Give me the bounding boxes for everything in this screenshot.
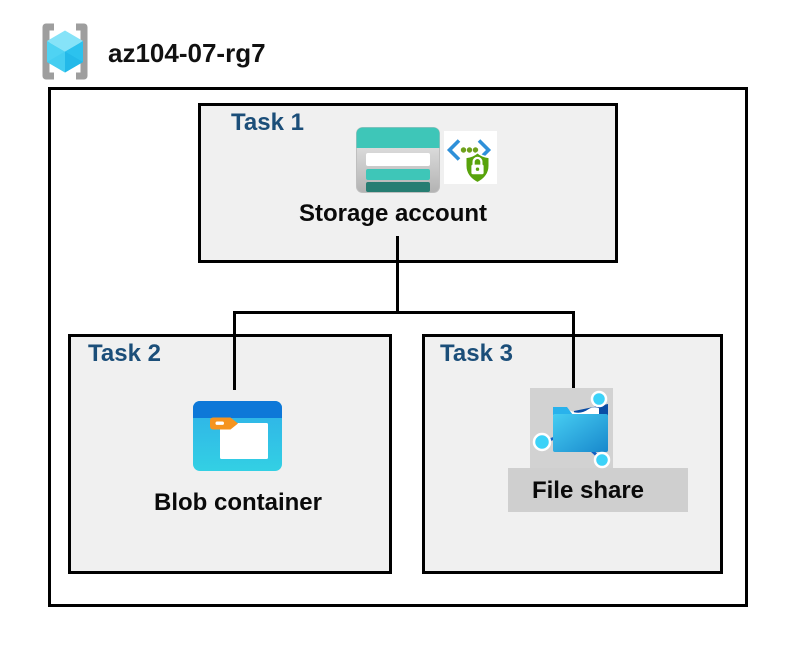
file-share-icon bbox=[532, 390, 611, 469]
blob-container-label: Blob container bbox=[153, 489, 322, 516]
file-share-label-background bbox=[508, 468, 688, 512]
file-share-label: File share bbox=[531, 477, 645, 504]
resource-group-name: az104-07-rg7 bbox=[108, 38, 266, 68]
task2-label: Task 2 bbox=[88, 340, 161, 367]
blob-container-icon bbox=[193, 401, 282, 471]
connector-storage-to-branch bbox=[396, 236, 399, 313]
task3-label: Task 3 bbox=[440, 340, 513, 367]
task1-label: Task 1 bbox=[231, 109, 304, 136]
shared-access-signature-lock-icon bbox=[444, 131, 497, 184]
resource-group-icon bbox=[42, 23, 88, 80]
connector-branch-to-fileshare bbox=[572, 311, 575, 388]
storage-account-icon bbox=[356, 127, 440, 193]
connector-branch-horizontal bbox=[233, 311, 575, 314]
storage-account-label: Storage account bbox=[298, 200, 488, 227]
connector-branch-to-blob bbox=[233, 311, 236, 390]
